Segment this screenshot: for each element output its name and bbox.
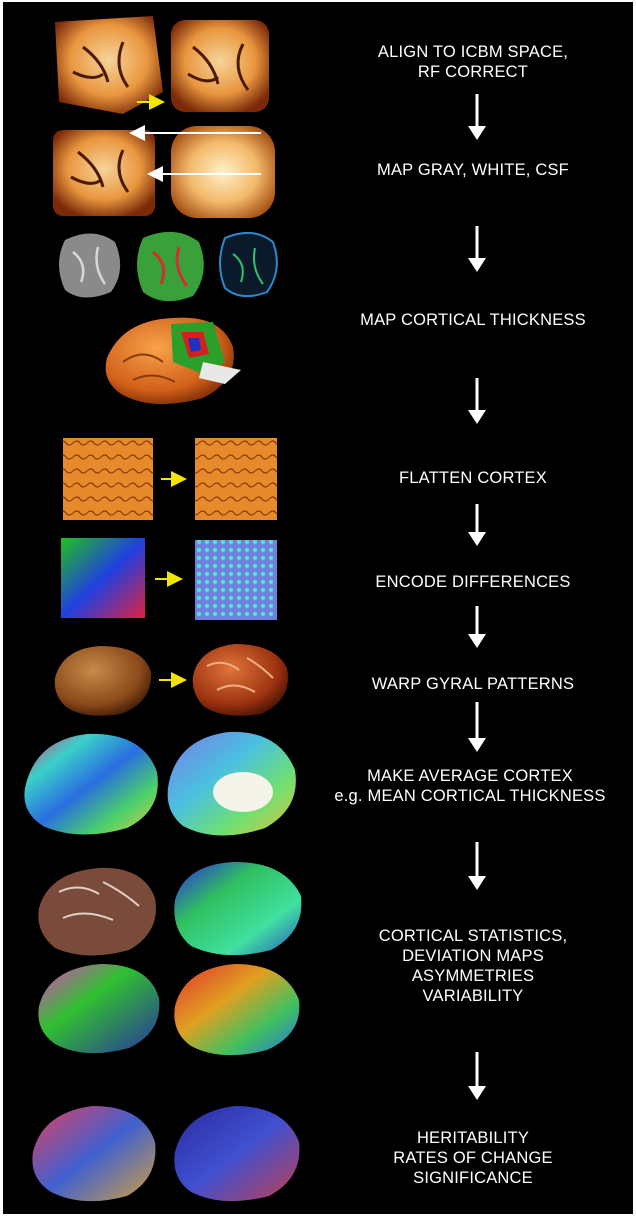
brain-warped [193,644,288,716]
pipeline-diagram: ALIGN TO ICBM SPACE, RF CORRECT MAP GRAY… [3,2,633,1214]
flow-arrow-down-icon [468,94,486,140]
step-label-statistics: CORTICAL STATISTICS, DEVIATION MAPS ASYM… [315,926,631,1006]
step-label-line: SIGNIFICANCE [315,1168,631,1188]
step-label-line: FLATTEN CORTEX [315,468,631,488]
flow-arrow-down-icon [468,606,486,648]
average-cortex-lateral [24,734,157,835]
flat-map-source [63,438,153,520]
tissue-map-green [137,232,204,301]
step-label-line: RF CORRECT [315,62,631,82]
flow-arrow-down-icon [468,702,486,752]
flow-arrow-down-icon [468,378,486,424]
heritability-map [32,1106,155,1201]
mri-volume-bright [171,126,275,218]
step-label-line: MAP CORTICAL THICKNESS [315,310,631,330]
tissue-map-blue [220,233,277,296]
flow-arrow-down-icon [468,504,486,546]
step-label-line: VARIABILITY [315,986,631,1006]
step-label-thickness: MAP CORTICAL THICKNESS [315,310,631,330]
step-label-align: ALIGN TO ICBM SPACE, RF CORRECT [315,42,631,82]
flow-arrow-down-icon [468,1052,486,1100]
step-label-line: ASYMMETRIES [315,966,631,986]
step-label-line: CORTICAL STATISTICS, [315,926,631,946]
tissue-map-gray [59,233,120,297]
mri-slice-aligned [171,20,269,112]
displacement-field [61,538,145,618]
significance-map [174,1106,299,1201]
step-label-line: MAKE AVERAGE CORTEX [307,766,633,786]
step-label-line: HERITABILITY [315,1128,631,1148]
warp-grid [195,540,277,620]
brain-source [55,646,151,716]
step-label-encode: ENCODE DIFFERENCES [315,572,631,592]
step-label-line: ENCODE DIFFERENCES [315,572,631,592]
step-label-line: e.g. MEAN CORTICAL THICKNESS [307,786,633,806]
medial-wall [213,772,273,812]
flow-arrow-down-icon [468,226,486,272]
step-label-heritability: HERITABILITY RATES OF CHANGE SIGNIFICANC… [315,1128,631,1188]
flow-arrow-down-icon [468,842,486,890]
diagram-artwork [3,2,633,1214]
step-label-line: MAP GRAY, WHITE, CSF [315,160,631,180]
asymmetry-map [38,964,159,1053]
step-label-line: ALIGN TO ICBM SPACE, [315,42,631,62]
step-label-line: DEVIATION MAPS [315,946,631,966]
brain-surface-render [106,318,241,405]
mri-slice-segmented [53,130,155,216]
deviation-map [174,862,301,955]
step-label-map-tissue: MAP GRAY, WHITE, CSF [315,160,631,180]
variability-map [174,964,299,1055]
flat-map-target [195,438,277,520]
step-label-average: MAKE AVERAGE CORTEX e.g. MEAN CORTICAL T… [307,766,633,806]
step-label-flatten: FLATTEN CORTEX [315,468,631,488]
step-label-warp: WARP GYRAL PATTERNS [315,674,631,694]
step-label-line: RATES OF CHANGE [315,1148,631,1168]
stat-map-surface [38,868,156,956]
mri-slice-raw [55,16,163,114]
step-label-line: WARP GYRAL PATTERNS [315,674,631,694]
